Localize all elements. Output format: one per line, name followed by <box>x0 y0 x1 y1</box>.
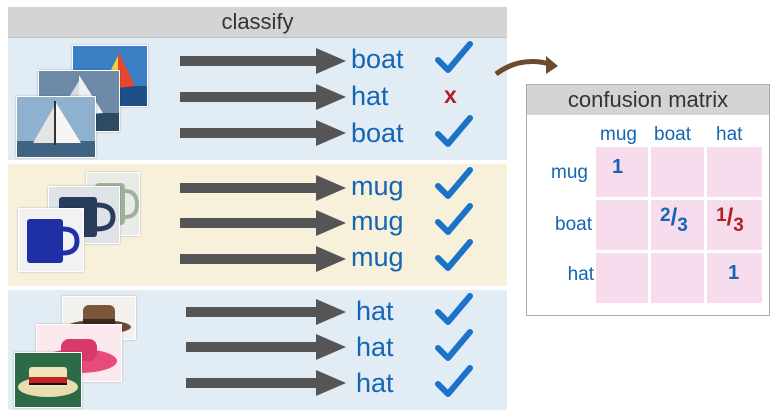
prediction-4: mug <box>351 171 404 201</box>
check-icon <box>435 203 473 235</box>
matrix-cell-mug-boat <box>651 147 704 197</box>
confusion-matrix-header: confusion matrix <box>527 85 769 115</box>
frac-denominator: 3 <box>677 215 688 236</box>
check-icon <box>435 167 473 199</box>
mug-image-1 <box>18 208 84 272</box>
matrix-row-mug: mug <box>551 162 588 183</box>
matrix-cell-hat-mug <box>596 253 648 303</box>
matrix-row-boat: boat <box>555 214 592 235</box>
matrix-cell-hat-hat <box>707 253 762 303</box>
prediction-9: hat <box>356 368 394 398</box>
prediction-8: hat <box>356 332 394 362</box>
check-icon <box>435 365 473 397</box>
matrix-cell-boat-hat <box>707 200 762 250</box>
matrix-col-boat: boat <box>654 124 691 145</box>
check-icon <box>435 293 473 325</box>
matrix-col-mug: mug <box>600 124 637 145</box>
frac-denominator: 3 <box>733 215 744 236</box>
cross-icon: x <box>444 82 457 108</box>
boat-image-1 <box>16 96 96 158</box>
matrix-value-boat-hat: 1/3 <box>716 204 744 236</box>
check-icon <box>435 41 473 73</box>
check-icon <box>435 115 473 147</box>
frac-numerator: 1 <box>716 205 727 226</box>
prediction-7: hat <box>356 296 394 326</box>
matrix-cell-boat-mug <box>596 200 648 250</box>
classify-title: classify <box>221 9 294 34</box>
check-icon <box>435 329 473 361</box>
matrix-value-boat-boat: 2/3 <box>660 204 688 236</box>
prediction-5: mug <box>351 206 404 236</box>
hat-image-1 <box>14 352 82 408</box>
prediction-2: hat <box>351 81 389 111</box>
confusion-matrix-title: confusion matrix <box>567 87 729 112</box>
link-to-matrix-arrowhead <box>546 56 558 74</box>
check-icon <box>435 239 473 271</box>
prediction-6: mug <box>351 242 404 272</box>
matrix-cell-boat-boat <box>651 200 704 250</box>
classify-panel-header: classify <box>8 7 507 38</box>
matrix-col-hat: hat <box>716 124 743 145</box>
frac-numerator: 2 <box>660 205 671 226</box>
prediction-1: boat <box>351 44 404 74</box>
matrix-row-hat: hat <box>567 264 594 285</box>
matrix-value-mug-mug: 1 <box>612 156 624 178</box>
prediction-3: boat <box>351 118 404 148</box>
matrix-cell-mug-mug <box>596 147 648 197</box>
matrix-cell-mug-hat <box>707 147 762 197</box>
matrix-value-hat-hat: 1 <box>728 262 740 284</box>
matrix-cell-hat-boat <box>651 253 704 303</box>
